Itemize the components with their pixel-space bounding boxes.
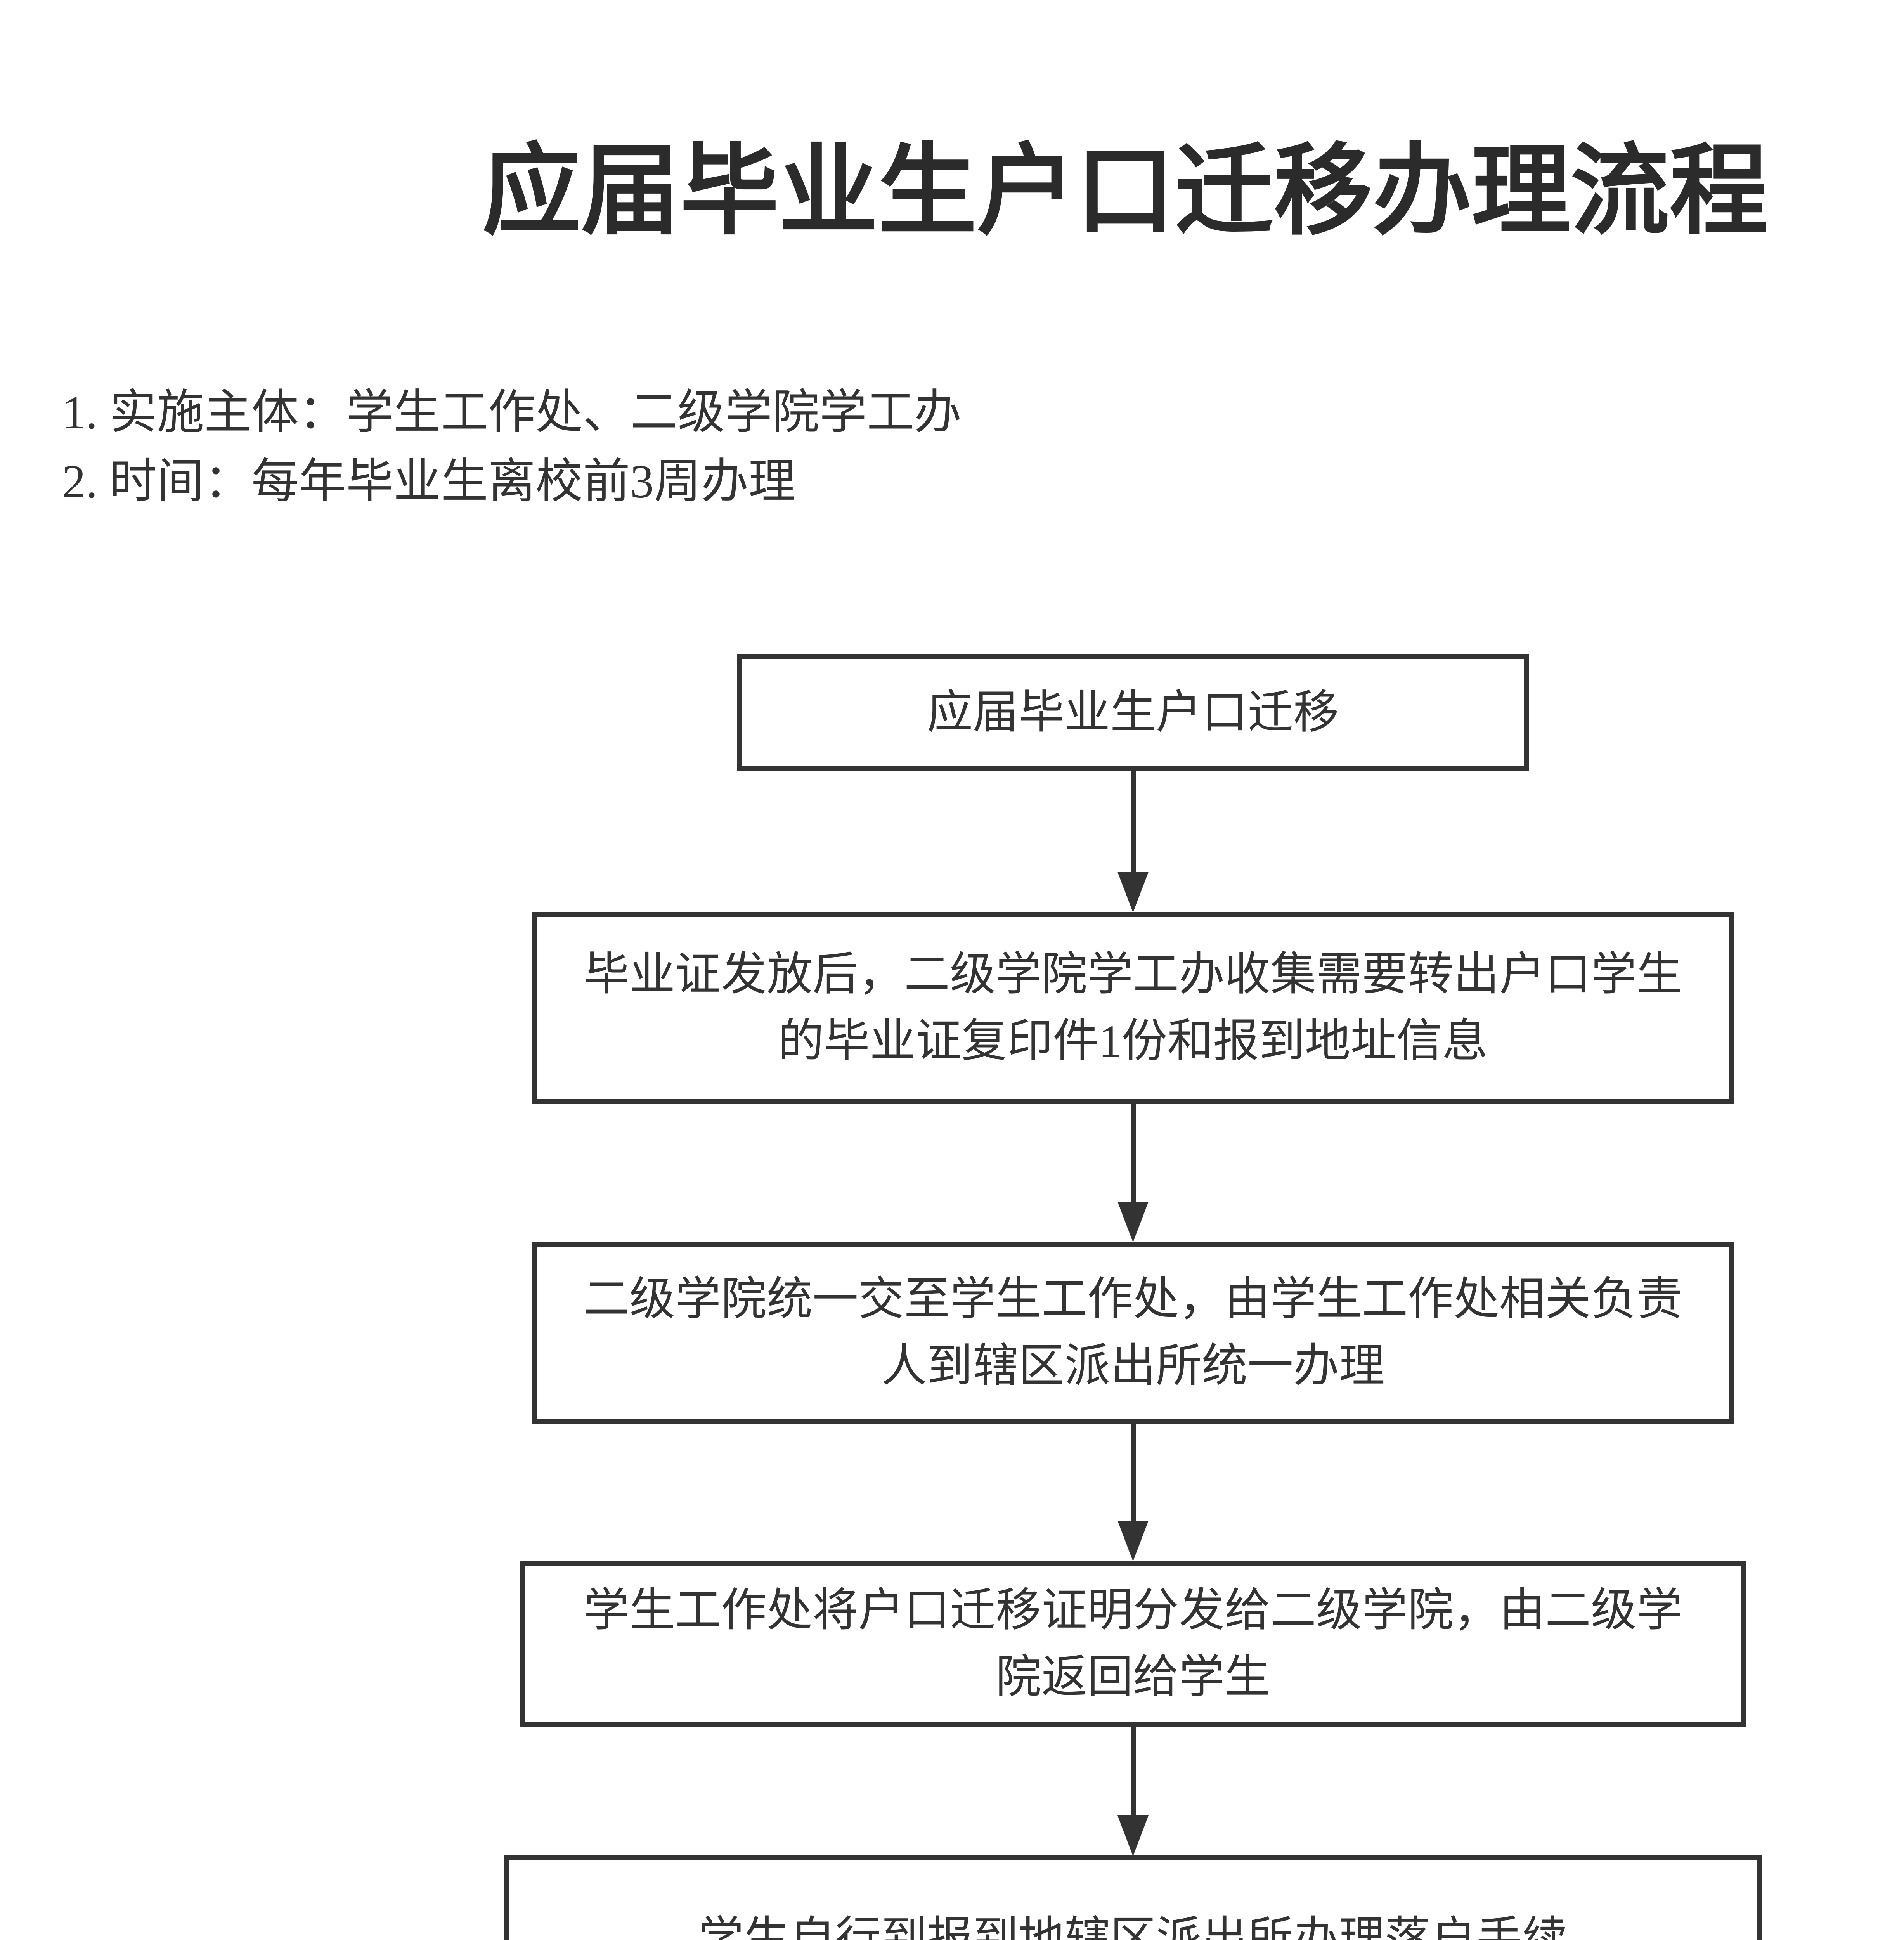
arrow-down-icon <box>1117 770 1149 913</box>
page-title: 应届毕业生户口迁移办理流程 <box>482 137 1769 247</box>
flow-step-student-settles-registration: 学生自行到报到地辖区派出所办理落户手续 <box>504 1855 1762 1940</box>
note-line-time: 2. 时间：每年毕业生离校前3周办理 <box>62 456 796 508</box>
arrow-down-icon <box>1117 1423 1149 1561</box>
arrow-shaft <box>1130 770 1136 872</box>
arrow-head-icon <box>1117 872 1149 913</box>
flow-step-distribute-certificates: 学生工作处将户口迁移证明分发给二级学院，由二级学院返回给学生 <box>520 1561 1746 1727</box>
flow-step-label: 毕业证发放后，二级学院学工办收集需要转出户口学生的毕业证复印件1份和报到地址信息 <box>583 949 1682 1067</box>
flow-step-start: 应届毕业生户口迁移 <box>737 654 1529 771</box>
arrow-head-icon <box>1117 1815 1149 1856</box>
flow-step-label: 二级学院统一交至学生工作处，由学生工作处相关负责人到辖区派出所统一办理 <box>583 1274 1682 1391</box>
notes-block: 1. 实施主体：学生工作处、二级学院学工办 2. 时间：每年毕业生离校前3周办理 <box>62 378 962 516</box>
arrow-down-icon <box>1117 1727 1149 1856</box>
arrow-head-icon <box>1117 1521 1149 1561</box>
arrow-shaft <box>1130 1423 1136 1521</box>
flow-step-label: 学生工作处将户口迁移证明分发给二级学院，由二级学院返回给学生 <box>583 1585 1682 1703</box>
note-line-implementing-body: 1. 实施主体：学生工作处、二级学院学工办 <box>62 386 962 439</box>
flow-step-label: 应届毕业生户口迁移 <box>927 687 1339 738</box>
flow-step-label: 学生自行到报到地辖区派出所办理落户手续 <box>698 1913 1568 1940</box>
arrow-shaft <box>1130 1727 1136 1815</box>
arrow-head-icon <box>1117 1202 1149 1242</box>
arrow-down-icon <box>1117 1103 1149 1242</box>
flow-step-collect-documents: 毕业证发放后，二级学院学工办收集需要转出户口学生的毕业证复印件1份和报到地址信息 <box>532 912 1734 1104</box>
arrow-shaft <box>1130 1103 1136 1202</box>
flow-step-submit-to-student-affairs: 二级学院统一交至学生工作处，由学生工作处相关负责人到辖区派出所统一办理 <box>532 1242 1734 1424</box>
